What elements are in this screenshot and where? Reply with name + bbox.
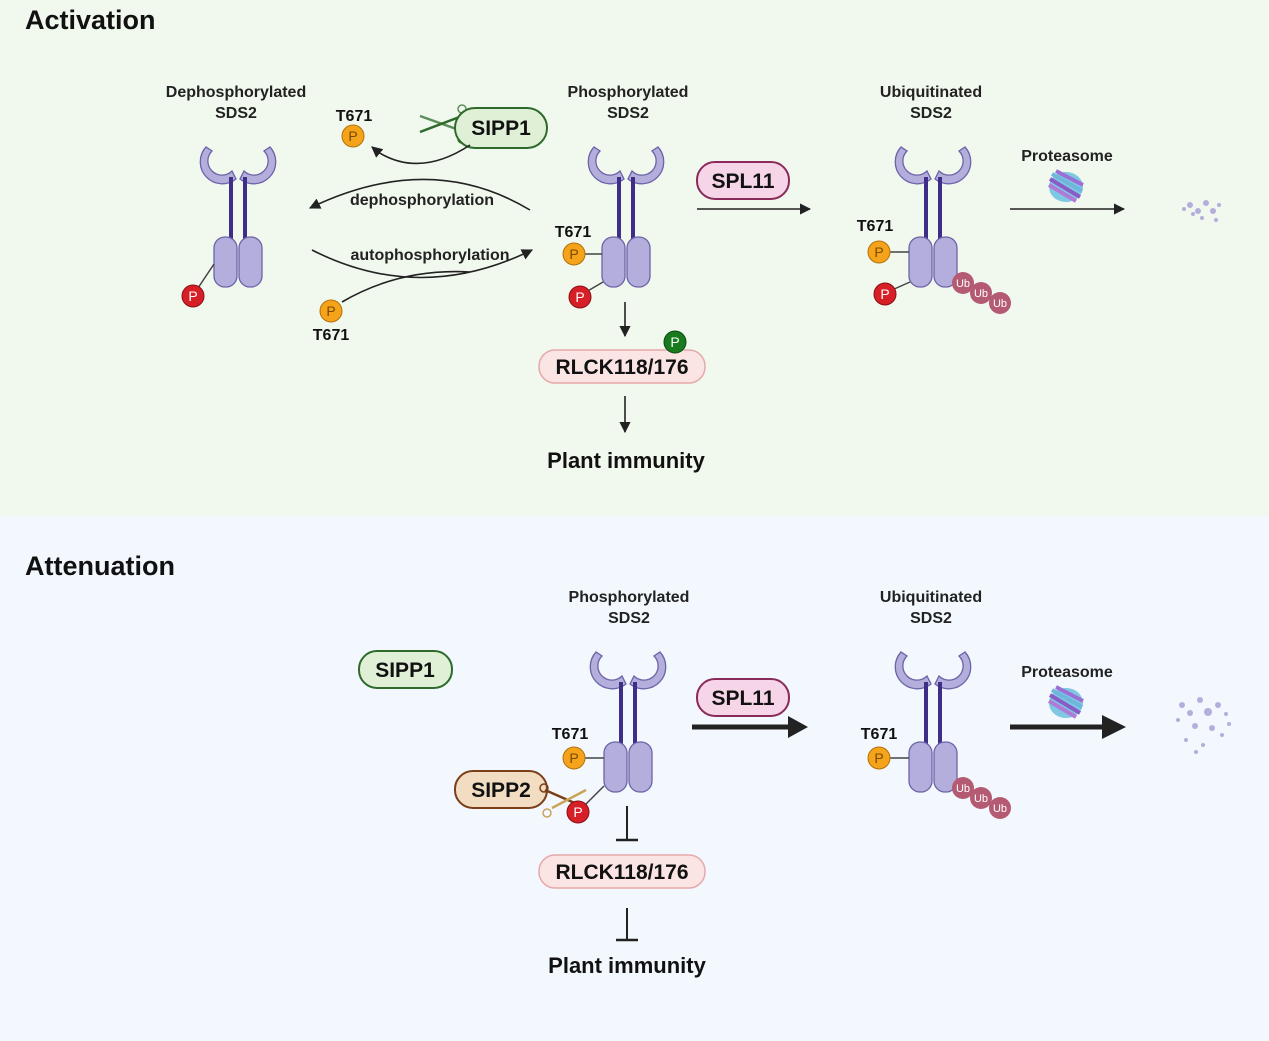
phospho-red-phos: P [568, 285, 592, 309]
spl11-protein-activation: SPL11 [696, 161, 790, 200]
plant-immunity-activation: Plant immunity [547, 448, 705, 473]
proteasome-label-activation: Proteasome [1021, 148, 1113, 165]
sipp2-protein: SIPP2 [454, 770, 548, 809]
plant-immunity-attenuation: Plant immunity [548, 953, 706, 978]
svg-text:SIPP1: SIPP1 [375, 659, 435, 682]
svg-text:Ub: Ub [993, 803, 1007, 815]
svg-text:Ub: Ub [974, 793, 988, 805]
phospho-orange-ubiq: P [867, 240, 891, 264]
spl11-protein-attenuation: SPL11 [696, 678, 790, 717]
sipp1-release-arrow [371, 144, 471, 165]
autophosphorylation-label: autophosphorylation [350, 247, 509, 264]
svg-text:Ub: Ub [956, 783, 970, 795]
activation-title: Activation [25, 5, 156, 35]
dephosphorylated-label: Dephosphorylated [166, 84, 306, 101]
svg-text:Ub: Ub [993, 298, 1007, 310]
svg-text:Ub: Ub [956, 278, 970, 290]
t671-ubiq-label-attenuation: T671 [861, 726, 898, 743]
rlck-protein-activation: RLCK118/176 [538, 349, 706, 384]
ubiquitinated-label-attenuation: Ubiquitinated [880, 589, 982, 606]
t671-incoming-curve [341, 270, 471, 303]
proteasome-label-attenuation: Proteasome [1021, 664, 1113, 681]
svg-text:P: P [874, 750, 883, 766]
svg-text:RLCK118/176: RLCK118/176 [555, 861, 688, 884]
svg-text:Ub: Ub [974, 288, 988, 300]
svg-text:P: P [326, 303, 335, 319]
phospho-orange-t671: P [562, 242, 586, 266]
ubiquitin-chain-attenuation: Ub Ub Ub [952, 777, 1011, 819]
svg-text:P: P [575, 289, 584, 305]
svg-text:SPL11: SPL11 [711, 170, 774, 193]
phospho-orange-released: P [341, 124, 365, 148]
t671-phos-label: T671 [555, 224, 592, 241]
sipp1-protein-activation: SIPP1 [454, 107, 548, 149]
phospho-red-attenuation: P [566, 800, 590, 824]
svg-text:SIPP2: SIPP2 [471, 779, 531, 802]
ubiquitinated-sds2-label-attenuation: SDS2 [910, 610, 952, 627]
svg-text:SPL11: SPL11 [711, 687, 774, 710]
phosphorylated-sds2-label: SDS2 [607, 105, 649, 122]
autophosphorylation-arrow [311, 249, 534, 279]
phospho-orange-incoming: P [319, 299, 343, 323]
t671-phos-label-attenuation: T671 [552, 726, 589, 743]
ubiquitinated-label: Ubiquitinated [880, 84, 982, 101]
svg-text:P: P [348, 128, 357, 144]
t671-ubiq-label: T671 [857, 218, 894, 235]
svg-text:P: P [573, 804, 582, 820]
svg-text:P: P [874, 244, 883, 260]
t671-released-label: T671 [336, 108, 373, 125]
svg-text:SIPP1: SIPP1 [471, 117, 531, 140]
svg-text:P: P [880, 286, 889, 302]
phospho-red-ubiq: P [873, 282, 897, 306]
sipp1-protein-attenuation: SIPP1 [358, 650, 453, 689]
degraded-fragments-icon [1182, 200, 1221, 222]
degraded-fragments-icon-attenuation [1176, 697, 1231, 754]
phospho-red-dephos: P [181, 284, 205, 308]
phospho-green-rlck: P [663, 330, 687, 354]
svg-text:P: P [670, 334, 679, 350]
t671-incoming-label: T671 [313, 327, 350, 344]
phosphorylated-sds2-label-attenuation: SDS2 [608, 610, 650, 627]
svg-text:P: P [569, 750, 578, 766]
dephosphorylated-sds2-label: SDS2 [215, 105, 257, 122]
phosphorylated-label-attenuation: Phosphorylated [569, 589, 690, 606]
svg-text:P: P [569, 246, 578, 262]
attenuation-title: Attenuation [25, 551, 175, 581]
ubiquitin-chain-activation: Ub Ub Ub [952, 272, 1011, 314]
phospho-orange-ubiq-attenuation: P [867, 746, 891, 770]
dephosphorylation-arrow [308, 178, 531, 211]
dephosphorylation-label: dephosphorylation [350, 192, 494, 209]
phosphorylated-label: Phosphorylated [568, 84, 689, 101]
phospho-orange-attenuation: P [562, 746, 586, 770]
ubiquitinated-sds2-label: SDS2 [910, 105, 952, 122]
svg-text:P: P [188, 288, 197, 304]
svg-text:RLCK118/176: RLCK118/176 [555, 356, 688, 379]
rlck-protein-attenuation: RLCK118/176 [538, 854, 706, 889]
